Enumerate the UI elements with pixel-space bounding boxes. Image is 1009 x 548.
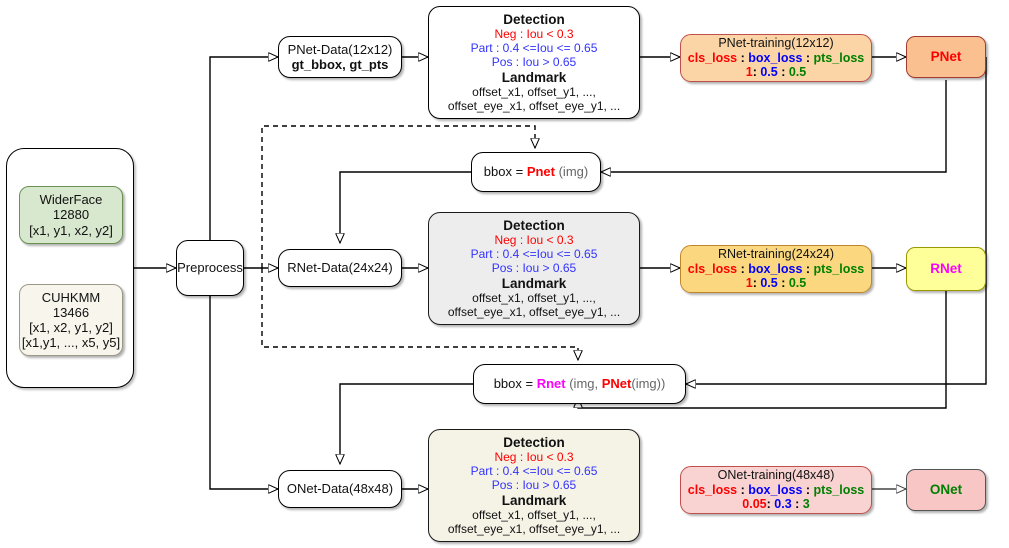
preprocess-node[interactable]: Preprocess — [176, 240, 244, 296]
pnet-detection-pos: Pos : Iou > 0.65 — [491, 55, 577, 70]
onet-loss-weights: 0.05: 0.3 : 3 — [742, 497, 810, 512]
bbox-rnet-expression: bbox = Rnet (img, PNet(img)) — [493, 376, 666, 392]
widerface-name: WiderFace — [39, 192, 103, 208]
pnet-data-label: PNet-Data(12x12) — [287, 41, 393, 57]
rnet-model-label: RNet — [930, 261, 962, 277]
pnet-detection-node[interactable]: Detection Neg : Iou < 0.3 Part : 0.4 <=I… — [428, 6, 640, 119]
pnet-landmark-line2: offset_eye_x1, offset_eye_y1, ... — [447, 99, 621, 114]
rnet-data-label: RNet-Data(24x24) — [287, 260, 393, 276]
rnet-detection-heading: Detection — [503, 217, 565, 233]
pnet-model-label: PNet — [930, 49, 962, 65]
pnet-detection-heading: Detection — [503, 11, 565, 27]
rnet-detection-node[interactable]: Detection Neg : Iou < 0.3 Part : 0.4 <=I… — [428, 212, 640, 325]
rnet-training-node[interactable]: RNet-training(24x24) cls_loss : box_loss… — [680, 245, 872, 293]
rnet-loss-terms: cls_loss : box_loss : pts_loss — [687, 261, 865, 276]
onet-landmark-line2: offset_eye_x1, offset_eye_y1, ... — [447, 522, 621, 537]
widerface-count: 12880 — [52, 207, 90, 223]
onet-detection-neg: Neg : Iou < 0.3 — [494, 450, 574, 465]
pnet-detection-part: Part : 0.4 <=Iou <= 0.65 — [470, 41, 598, 56]
pnet-data-sub: gt_bbox, gt_pts — [291, 57, 389, 72]
preprocess-label: Preprocess — [177, 260, 243, 276]
pnet-loss-weights: 1: 0.5 : 0.5 — [745, 65, 807, 80]
onet-loss-terms: cls_loss : box_loss : pts_loss — [687, 482, 865, 497]
onet-detection-heading: Detection — [503, 434, 565, 450]
onet-training-title: ONet-training(48x48) — [717, 468, 835, 483]
onet-training-node[interactable]: ONet-training(48x48) cls_loss : box_loss… — [680, 466, 872, 514]
cuhkmm-format2: [x1,y1, ..., x5, y5] — [21, 335, 121, 351]
rnet-landmark-heading: Landmark — [501, 275, 567, 291]
bbox-rnet-node[interactable]: bbox = Rnet (img, PNet(img)) — [473, 364, 686, 404]
pnet-training-title: PNet-training(12x12) — [718, 36, 834, 51]
onet-model-label: ONet — [929, 482, 963, 498]
rnet-landmark-line2: offset_eye_x1, offset_eye_y1, ... — [447, 305, 621, 320]
onet-landmark-heading: Landmark — [501, 492, 567, 508]
dataset-cuhkmm[interactable]: CUHKMM 13466 [x1, x2, y1, y2] [x1,y1, ..… — [19, 284, 123, 356]
pnet-loss-terms: cls_loss : box_loss : pts_loss — [687, 50, 865, 65]
rnet-detection-neg: Neg : Iou < 0.3 — [494, 233, 574, 248]
pnet-model-node[interactable]: PNet — [906, 36, 986, 78]
rnet-detection-part: Part : 0.4 <=Iou <= 0.65 — [470, 247, 598, 262]
widerface-format: [x1, y1, x2, y2] — [29, 222, 113, 238]
pnet-training-node[interactable]: PNet-training(12x12) cls_loss : box_loss… — [680, 34, 872, 82]
pnet-data-node[interactable]: PNet-Data(12x12) gt_bbox, gt_pts — [278, 36, 402, 78]
onet-data-label: ONet-Data(48x48) — [286, 481, 394, 497]
bbox-pnet-node[interactable]: bbox = Pnet (img) — [471, 152, 601, 192]
pnet-detection-neg: Neg : Iou < 0.3 — [494, 27, 574, 42]
rnet-data-node[interactable]: RNet-Data(24x24) — [278, 249, 402, 287]
rnet-landmark-line1: offset_x1, offset_y1, ..., — [472, 291, 596, 306]
cuhkmm-count: 13466 — [52, 304, 90, 320]
cuhkmm-name: CUHKMM — [41, 289, 101, 305]
rnet-loss-weights: 1: 0.5 : 0.5 — [745, 276, 807, 291]
rnet-training-title: RNet-training(24x24) — [717, 247, 835, 262]
onet-detection-pos: Pos : Iou > 0.65 — [491, 478, 577, 493]
onet-detection-node[interactable]: Detection Neg : Iou < 0.3 Part : 0.4 <=I… — [428, 429, 640, 542]
onet-landmark-line1: offset_x1, offset_y1, ..., — [472, 508, 596, 523]
rnet-detection-pos: Pos : Iou > 0.65 — [491, 261, 577, 276]
pnet-landmark-line1: offset_x1, offset_y1, ..., — [472, 85, 596, 100]
pnet-landmark-heading: Landmark — [501, 69, 567, 85]
dataset-widerface[interactable]: WiderFace 12880 [x1, y1, x2, y2] — [19, 186, 123, 244]
cuhkmm-format1: [x1, x2, y1, y2] — [29, 320, 113, 335]
onet-detection-part: Part : 0.4 <=Iou <= 0.65 — [470, 464, 598, 479]
onet-model-node[interactable]: ONet — [906, 469, 986, 511]
bbox-pnet-expression: bbox = Pnet (img) — [483, 164, 589, 180]
rnet-model-node[interactable]: RNet — [906, 247, 986, 291]
onet-data-node[interactable]: ONet-Data(48x48) — [278, 470, 402, 508]
